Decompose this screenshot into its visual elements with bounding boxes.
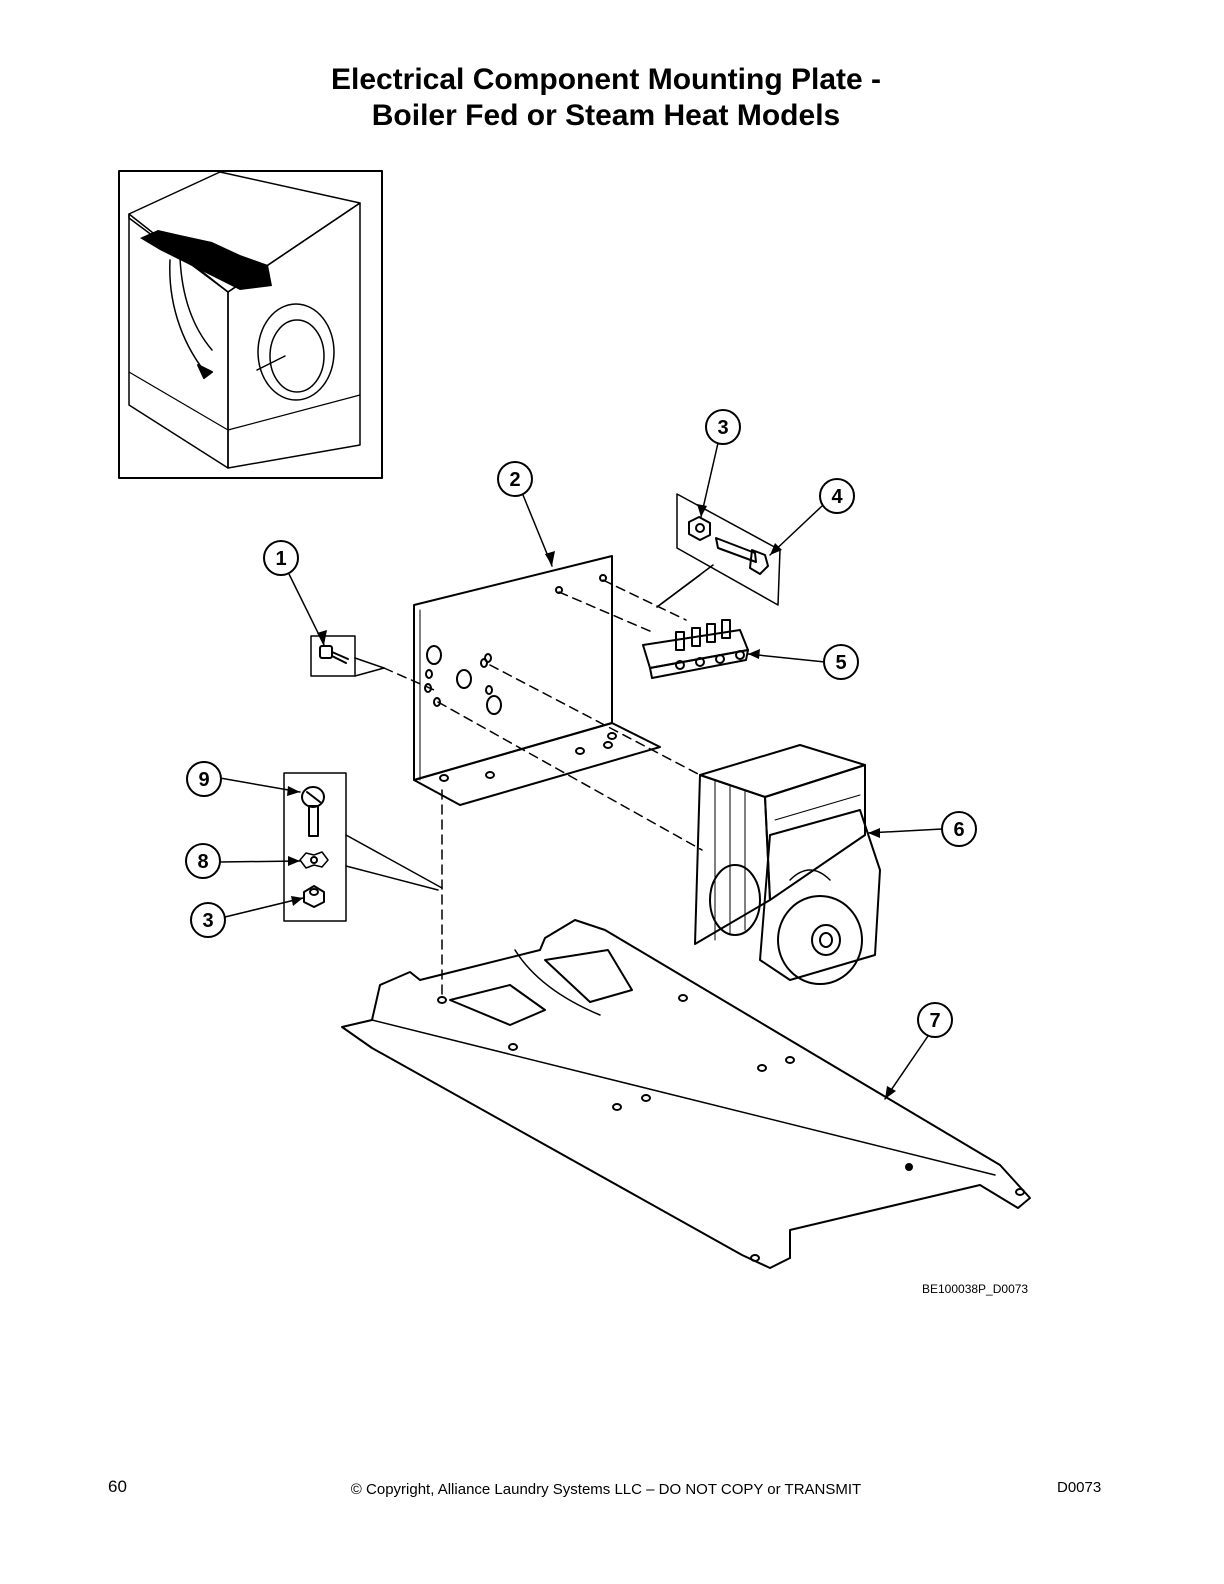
base-plate-part-7: [341, 919, 1031, 1269]
callout-3-bottom-label: 3: [202, 910, 213, 932]
callout-5-label: 5: [835, 652, 846, 674]
callout-6-label: 6: [953, 819, 964, 841]
callout-1: 1: [263, 540, 299, 576]
page-title: Electrical Component Mounting Plate - Bo…: [0, 62, 1212, 134]
timer-assembly-part-6: [694, 744, 881, 985]
callout-8: 8: [185, 843, 221, 879]
terminal-block-part-5: [642, 619, 749, 679]
title-line-2: Boiler Fed or Steam Heat Models: [371, 99, 841, 132]
drawing-id: BE100038P_D0073: [922, 1282, 1029, 1296]
callout-9-label: 9: [198, 769, 209, 791]
document-code: D0073: [1057, 1479, 1102, 1496]
mounting-plate-part-2: [413, 555, 661, 806]
hardware-inset-parts-9-8-3: [283, 772, 443, 922]
screw-inset-part-1: [310, 635, 385, 677]
callout-9: 9: [186, 761, 222, 797]
callout-2: 2: [497, 461, 533, 497]
callout-4-label: 4: [831, 486, 843, 508]
nut-bolt-inset-parts-3-4: [656, 493, 781, 608]
callout-3-top: 3: [705, 409, 741, 445]
callout-7: 7: [917, 1002, 953, 1038]
dryer-cabinet-inset: [118, 170, 383, 479]
callout-8-label: 8: [197, 851, 208, 873]
callout-4: 4: [819, 478, 855, 514]
callout-6: 6: [941, 811, 977, 847]
callout-3-top-label: 3: [717, 417, 728, 439]
callouts: 1 2 3 4 5 6 7 8: [185, 409, 977, 1038]
copyright-notice: © Copyright, Alliance Laundry Systems LL…: [350, 1481, 862, 1498]
page-number: 60: [108, 1477, 127, 1496]
callout-5: 5: [823, 644, 859, 680]
callout-1-label: 1: [275, 548, 286, 570]
callout-2-label: 2: [509, 469, 520, 491]
title-line-1: Electrical Component Mounting Plate -: [330, 63, 882, 96]
assembly-lines: [383, 579, 703, 1001]
callout-3-bottom: 3: [190, 902, 226, 938]
arrowheads: [287, 504, 896, 1099]
callout-7-label: 7: [929, 1010, 940, 1032]
